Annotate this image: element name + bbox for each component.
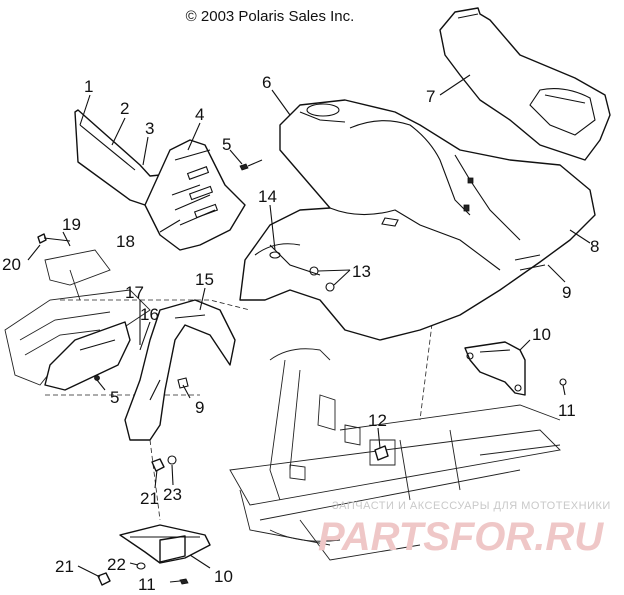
callout-23: 23 [163, 485, 182, 504]
callout-16: 16 [140, 305, 159, 324]
callout-6: 6 [262, 73, 271, 92]
callout-18: 18 [116, 232, 135, 251]
callout-15: 15 [195, 270, 214, 289]
callout-9-mid: 9 [195, 398, 204, 417]
watermark: ЗАПЧАСТИ И АКСЕССУАРЫ ДЛЯ МОТОТЕХНИКИ PA… [318, 500, 611, 559]
callout-2: 2 [120, 99, 129, 118]
callout-9-right: 9 [562, 283, 571, 302]
callout-8: 8 [590, 237, 599, 256]
leader-lines [27, 74, 591, 578]
callout-11-lower: 11 [138, 575, 156, 590]
frame [149, 299, 561, 561]
fasteners [37, 159, 567, 586]
callout-21-lower: 21 [55, 557, 74, 576]
callout-19: 19 [62, 215, 81, 234]
footwell-guard [144, 139, 246, 251]
callout-4: 4 [195, 105, 204, 124]
fender-flare [124, 299, 236, 441]
callout-10-right: 10 [532, 325, 551, 344]
callout-3: 3 [145, 119, 154, 138]
callout-5-upper: 5 [222, 135, 231, 154]
side-panel [44, 321, 131, 391]
callout-11-right: 11 [558, 401, 576, 420]
bracket-right [464, 341, 526, 396]
callout-13: 13 [352, 262, 371, 281]
callout-17: 17 [125, 283, 144, 302]
callout-22: 22 [107, 555, 126, 574]
front-fender-body [239, 99, 596, 341]
callout-10-lower: 10 [214, 567, 233, 586]
callout-1: 1 [84, 77, 93, 96]
bracket-bottom [119, 524, 211, 564]
callout-14: 14 [258, 187, 277, 206]
callout-20: 20 [2, 255, 21, 274]
copyright-notice: © 2003 Polaris Sales Inc. [185, 8, 355, 25]
callout-21-upper: 21 [140, 489, 159, 508]
storage-cover [439, 7, 611, 161]
callout-12: 12 [368, 411, 387, 430]
callout-5-lower: 5 [110, 388, 119, 407]
callout-7: 7 [426, 87, 435, 106]
watermark-tagline: ЗАПЧАСТИ И АКСЕССУАРЫ ДЛЯ МОТОТЕХНИКИ [332, 500, 611, 512]
callout-labels: 1 2 3 4 5 6 7 8 9 14 13 15 17 16 18 19 2… [2, 73, 599, 594]
watermark-logo: PARTSFOR.RU [318, 515, 604, 559]
